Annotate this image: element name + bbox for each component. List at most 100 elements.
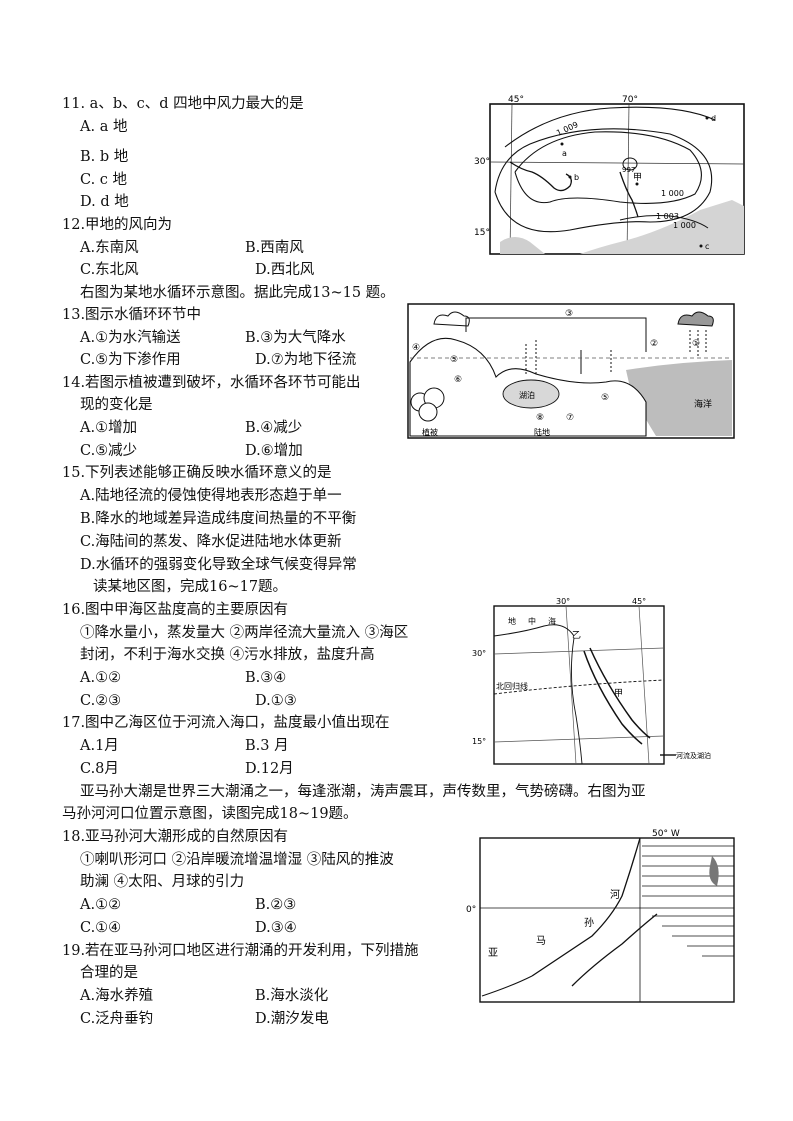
- intro-16-17: 读某地区图，完成16~17题。: [93, 579, 288, 595]
- q11-option-a[interactable]: A. a 地: [80, 119, 128, 135]
- q15-option-b[interactable]: B.降水的地域差异造成纬度间热量的不平衡: [80, 511, 357, 527]
- intro-18-19-line1: 亚马孙大潮是世界三大潮涌之一，每逢涨潮，涛声震耳，声传数里，气势磅礴。右图为亚: [80, 784, 646, 800]
- q14-option-d[interactable]: D.⑥增加: [245, 443, 303, 459]
- svg-text:⑦: ⑦: [566, 413, 574, 423]
- intro-13-15: 右图为某地水循环示意图。据此完成13~15 题。: [80, 285, 395, 301]
- q18-choice-line1: ①喇叭形河口 ②沿岸暖流增温增湿 ③陆风的推波: [80, 852, 394, 868]
- svg-text:孙: 孙: [584, 916, 594, 929]
- intro-18-19-line2: 马孙河河口位置示意图，读图完成18~19题。: [62, 806, 358, 822]
- q16-option-c[interactable]: C.②③: [80, 693, 122, 709]
- q17-option-c[interactable]: C.8月: [80, 761, 119, 777]
- svg-text:45°: 45°: [632, 597, 646, 606]
- svg-text:30°: 30°: [556, 597, 570, 606]
- q12-option-b[interactable]: B.西南风: [245, 240, 304, 256]
- svg-text:甲: 甲: [633, 172, 642, 183]
- q19-stem-line1: 19.若在亚马孙河口地区进行潮涌的开发利用，下列措施: [62, 943, 419, 959]
- svg-text:997: 997: [622, 166, 635, 174]
- q16-stem: 16.图中甲海区盐度高的主要原因有: [62, 602, 289, 618]
- q12-stem: 12.甲地的风向为: [62, 217, 173, 233]
- svg-text:1 003: 1 003: [656, 212, 679, 221]
- svg-text:亚: 亚: [488, 948, 498, 959]
- q11-option-c[interactable]: C. c 地: [80, 172, 128, 188]
- q11-stem: 11. a、b、c、d 四地中风力最大的是: [62, 96, 304, 112]
- q14-stem-line1: 14.若图示植被遭到破坏，水循环各环节可能出: [62, 375, 361, 391]
- svg-text:c: c: [705, 242, 709, 251]
- q18-choice-line2: 助澜 ④太阳、月球的引力: [80, 874, 245, 890]
- q17-option-d[interactable]: D.12月: [245, 761, 294, 777]
- svg-text:植被: 植被: [422, 427, 438, 437]
- q11-option-b[interactable]: B. b 地: [80, 149, 129, 165]
- q14-option-b[interactable]: B.④减少: [245, 420, 303, 436]
- svg-text:北回归线: 北回归线: [496, 681, 528, 691]
- q16-option-b[interactable]: B.③④: [245, 670, 287, 686]
- svg-text:30°: 30°: [472, 649, 486, 658]
- svg-text:a: a: [562, 149, 567, 158]
- q19-stem-line2: 合理的是: [80, 965, 138, 981]
- q13-option-a[interactable]: A.①为水汽输送: [80, 330, 181, 346]
- svg-text:30°: 30°: [474, 157, 490, 167]
- svg-text:甲: 甲: [614, 688, 623, 699]
- q18-option-a[interactable]: A.①②: [80, 897, 122, 913]
- water-cycle-diagram: 海洋 湖泊 ③ ④ ② ① ⑤ ⑤ ⑥ ⑦ ⑧ 植被 陆地: [407, 303, 735, 439]
- q18-option-d[interactable]: D.③④: [255, 920, 297, 936]
- q11-option-d[interactable]: D. d 地: [80, 194, 129, 210]
- q13-option-d[interactable]: D.⑦为地下径流: [255, 352, 357, 368]
- svg-text:⑤: ⑤: [601, 393, 609, 403]
- amazon-estuary-map: 50° W 0° 河 亚 马 孙: [466, 829, 735, 1003]
- q12-option-d[interactable]: D.西北风: [255, 262, 315, 278]
- svg-text:④: ④: [412, 343, 420, 353]
- q16-choice-line1: ①降水量小，蒸发量大 ②两岸径流大量流入 ③海区: [80, 625, 409, 641]
- svg-text:海: 海: [548, 616, 556, 626]
- svg-text:海洋: 海洋: [694, 398, 712, 410]
- q19-option-c[interactable]: C.泛舟垂钓: [80, 1011, 154, 1027]
- svg-text:50° W: 50° W: [652, 829, 680, 839]
- svg-text:乙: 乙: [572, 630, 581, 641]
- svg-text:②: ②: [650, 339, 658, 349]
- svg-text:⑧: ⑧: [536, 413, 544, 423]
- svg-text:③: ③: [565, 309, 573, 319]
- svg-text:b: b: [574, 173, 579, 182]
- svg-text:⑤: ⑤: [450, 355, 458, 365]
- svg-text:河: 河: [610, 889, 620, 901]
- q13-option-c[interactable]: C.⑤为下渗作用: [80, 352, 181, 368]
- q15-option-d[interactable]: D.水循环的强弱变化导致全球气候变得异常: [80, 557, 357, 573]
- svg-text:地: 地: [508, 616, 516, 626]
- svg-text:d: d: [711, 114, 716, 123]
- q16-option-d[interactable]: D.①③: [255, 693, 297, 709]
- q14-option-a[interactable]: A.①增加: [80, 420, 138, 436]
- q15-option-c[interactable]: C.海陆间的蒸发、降水促进陆地水体更新: [80, 534, 342, 550]
- q14-option-c[interactable]: C.⑤减少: [80, 443, 138, 459]
- svg-text:15°: 15°: [474, 228, 490, 238]
- q15-option-a[interactable]: A.陆地径流的侵蚀使得地表形态趋于单一: [80, 488, 342, 504]
- q12-option-c[interactable]: C.东北风: [80, 262, 139, 278]
- q12-option-a[interactable]: A.东南风: [80, 240, 139, 256]
- q14-stem-line2: 现的变化是: [80, 397, 153, 413]
- svg-text:0°: 0°: [466, 905, 476, 915]
- q13-stem: 13.图示水循环环节中: [62, 307, 202, 323]
- q19-option-b[interactable]: B.海水淡化: [255, 988, 329, 1004]
- q18-stem: 18.亚马孙河大潮形成的自然原因有: [62, 829, 289, 845]
- svg-text:①: ①: [692, 339, 700, 349]
- svg-text:1 000: 1 000: [661, 189, 684, 198]
- svg-text:中: 中: [528, 616, 536, 626]
- q17-option-a[interactable]: A.1月: [80, 738, 119, 754]
- svg-text:马: 马: [536, 935, 546, 947]
- svg-text:45°: 45°: [508, 95, 524, 105]
- q17-option-b[interactable]: B.3 月: [245, 738, 289, 754]
- svg-text:陆地: 陆地: [534, 427, 550, 437]
- svg-text:70°: 70°: [622, 95, 638, 105]
- q18-option-b[interactable]: B.②③: [255, 897, 297, 913]
- svg-text:河流及湖泊: 河流及湖泊: [676, 751, 711, 760]
- q16-option-a[interactable]: A.①②: [80, 670, 122, 686]
- q17-stem: 17.图中乙海区位于河流入海口，盐度最小值出现在: [62, 715, 390, 731]
- isobar-map: 45° 70° 30° 15° 1 009 1 000 1 003 1 000 …: [474, 95, 745, 255]
- svg-text:⑥: ⑥: [454, 375, 462, 385]
- q13-option-b[interactable]: B.③为大气降水: [245, 330, 346, 346]
- svg-text:15°: 15°: [472, 737, 486, 746]
- q19-option-d[interactable]: D.潮汐发电: [255, 1011, 329, 1027]
- q15-stem: 15.下列表述能够正确反映水循环意义的是: [62, 465, 332, 481]
- q19-option-a[interactable]: A.海水养殖: [80, 988, 154, 1004]
- q18-option-c[interactable]: C.①④: [80, 920, 122, 936]
- svg-text:湖泊: 湖泊: [519, 390, 535, 400]
- svg-text:1 000: 1 000: [673, 221, 696, 230]
